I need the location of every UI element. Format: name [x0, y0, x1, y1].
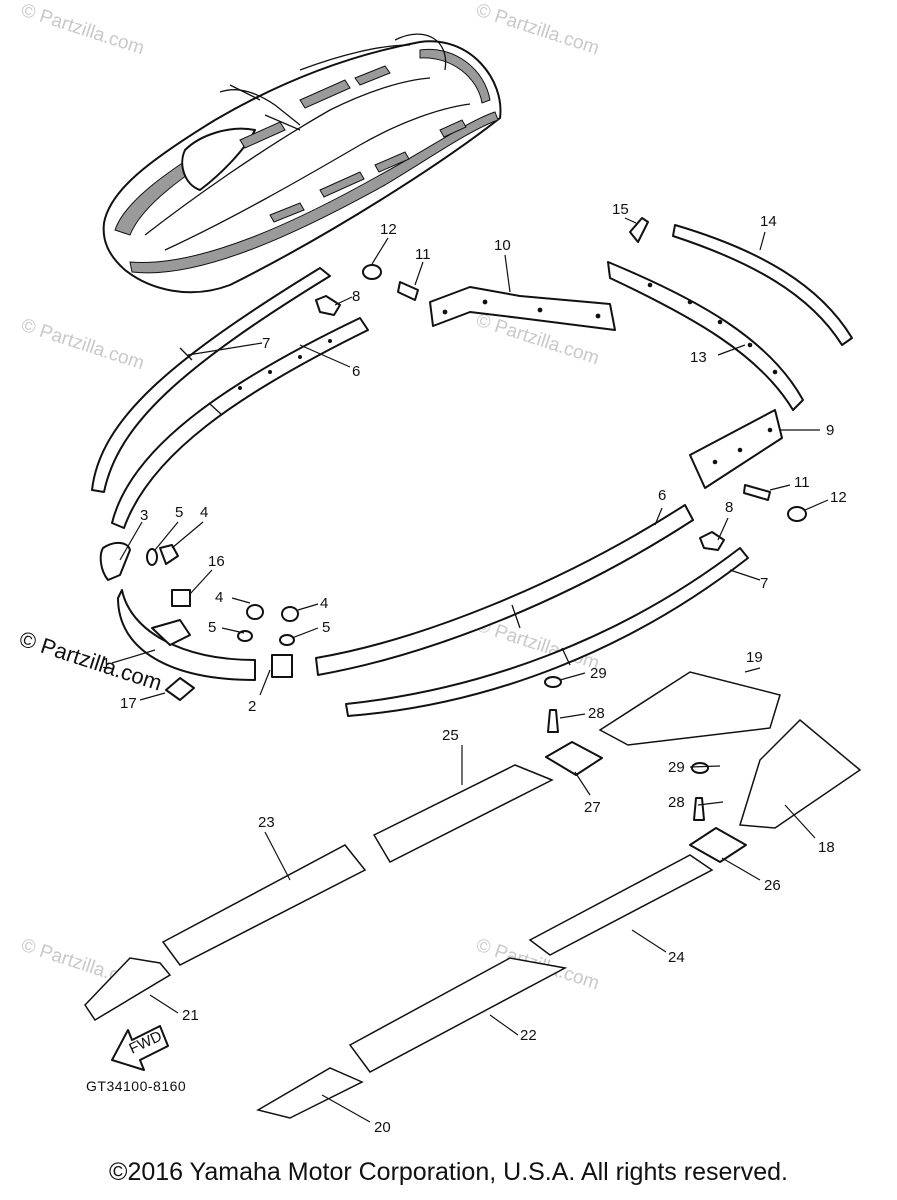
part-9-bracket	[689, 409, 783, 489]
callout-11: 11	[794, 474, 810, 491]
callout-11: 11	[415, 246, 431, 263]
callout-2: 2	[248, 698, 256, 715]
part-1-corner	[117, 589, 256, 681]
callout-20: 20	[374, 1119, 391, 1136]
part-14-strip	[672, 224, 853, 346]
part-6-lower-bumper	[315, 504, 694, 676]
callout-18: 18	[818, 839, 835, 856]
callout-12: 12	[380, 221, 397, 238]
callout-16: 16	[208, 553, 225, 570]
callout-19: 19	[746, 649, 763, 666]
callout-22: 22	[520, 1027, 537, 1044]
callout-15: 15	[612, 201, 629, 218]
callout-8: 8	[352, 288, 360, 305]
callout-25: 25	[442, 727, 459, 744]
part-2-joint	[271, 654, 293, 678]
callout-6: 6	[658, 487, 666, 504]
callout-26: 26	[764, 877, 781, 894]
leader-lines	[111, 217, 829, 1123]
callout-5: 5	[322, 619, 330, 636]
part-3-cap	[99, 542, 131, 581]
callout-5: 5	[208, 619, 216, 636]
callout-14: 14	[760, 213, 777, 230]
watermark-text: © Partzilla.com	[18, 315, 146, 375]
watercraft-illustration	[102, 33, 502, 294]
callouts: 7 6 8 12 11 10 15 14 13 9 11 12 6 8 7 3 …	[102, 201, 847, 1136]
callout-13: 13	[690, 349, 707, 366]
mats	[84, 671, 862, 1119]
callout-9: 9	[826, 422, 834, 439]
callout-4: 4	[215, 589, 223, 606]
callout-1: 1	[102, 655, 110, 672]
callout-6: 6	[352, 363, 360, 380]
callout-5: 5	[175, 504, 183, 521]
hardware	[146, 217, 807, 821]
callout-23: 23	[258, 814, 275, 831]
part-26-pad	[689, 827, 747, 863]
callout-24: 24	[668, 949, 685, 966]
part-13-rail	[607, 261, 804, 411]
callout-8: 8	[725, 499, 733, 516]
callout-28: 28	[588, 705, 605, 722]
part-7-lower-rail	[345, 547, 749, 717]
callout-21: 21	[182, 1007, 199, 1024]
callout-27: 27	[584, 799, 601, 816]
callout-4: 4	[200, 504, 208, 521]
fwd-arrow-icon: FWD	[111, 1025, 169, 1071]
callout-7: 7	[760, 575, 768, 592]
callout-17: 17	[120, 695, 137, 712]
watermark-text: © Partzilla.com	[18, 0, 146, 59]
callout-4: 4	[320, 595, 328, 612]
part-6-upper-bumper	[111, 317, 369, 529]
part-10-bracket	[429, 286, 616, 331]
diagram-code: GT34100-8160	[86, 1078, 187, 1094]
watermark-text: © Partzilla.com	[473, 0, 601, 59]
callout-12: 12	[830, 489, 847, 506]
part-7-upper-rail	[91, 267, 331, 493]
callout-29: 29	[668, 759, 685, 776]
part-27-pad	[545, 741, 603, 776]
callout-29: 29	[590, 665, 607, 682]
callout-10: 10	[494, 237, 511, 254]
callout-7: 7	[262, 335, 270, 352]
callout-3: 3	[140, 507, 148, 524]
callout-28: 28	[668, 794, 685, 811]
copyright-notice: ©2016 Yamaha Motor Corporation, U.S.A. A…	[109, 1158, 788, 1186]
